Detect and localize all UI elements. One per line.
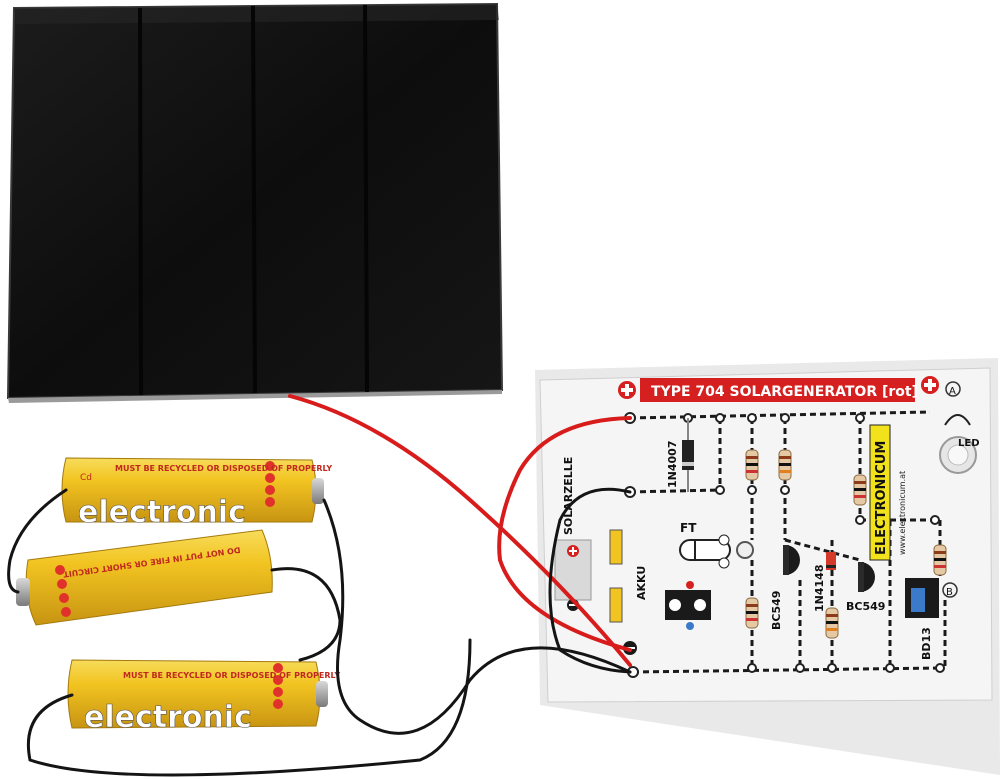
battery-recycle-warning: MUST BE RECYCLED OR DISPOSED OF PROPERLY <box>115 464 332 473</box>
battery-brand: electronic <box>84 700 252 735</box>
point-a-label: A <box>949 386 956 397</box>
power-transistor-bd13 <box>905 578 939 618</box>
phototransistor-ft <box>679 534 754 569</box>
battery-middle: DO NOT PUT IN FIRE OR SHORT CIRCUIT <box>16 529 273 626</box>
battery-bottom: MUST BE RECYCLED OR DISPOSED OF PROPERLY… <box>67 659 340 735</box>
point-a-marker <box>945 381 961 397</box>
resistor <box>825 607 839 639</box>
board-title: TYPE 704 SOLARGENERATOR [rot] <box>651 384 918 400</box>
diode-1n4007 <box>682 418 694 492</box>
circuit-board: TYPE 704 SOLARGENERATOR [rot] A <box>535 358 1000 775</box>
solar-cell-divider <box>138 7 143 396</box>
brand-strip <box>869 424 891 561</box>
led <box>939 414 977 474</box>
transistor-bc549 <box>783 545 800 575</box>
red-wire <box>288 394 632 667</box>
plus-terminal-icon <box>921 376 939 394</box>
black-wire <box>322 498 632 735</box>
resistor <box>933 544 947 576</box>
battery-label: AKKU <box>635 566 648 600</box>
power-transistor-label: BD13 <box>920 627 933 660</box>
battery-top: Cd MUST BE RECYCLED OR DISPOSED OF PROPE… <box>61 457 332 530</box>
battery-cell-symbol <box>609 529 623 623</box>
transistor1-label: BC549 <box>770 591 783 630</box>
battery-recycle-warning: MUST BE RECYCLED OR DISPOSED OF PROPERLY <box>123 671 340 680</box>
battery-brand: electronic <box>78 495 246 530</box>
solder-pads <box>624 412 945 678</box>
solar-cell-divider <box>251 5 257 394</box>
ft-label: FT <box>680 521 697 535</box>
solar-cell-label: SOLARZELLE <box>562 457 575 535</box>
black-wire <box>7 488 68 594</box>
diode-1n4148-label: 1N4148 <box>813 565 826 612</box>
resistor <box>745 597 759 629</box>
black-wire <box>548 487 632 674</box>
black-wire <box>270 567 342 662</box>
transistor-bc549 <box>858 562 875 592</box>
solar-cell-divider <box>363 4 369 393</box>
board-title-banner <box>640 378 915 402</box>
point-b-marker <box>942 582 958 598</box>
resistor <box>778 449 792 481</box>
solar-panel <box>6 2 504 403</box>
diode-1n4007-label: 1N4007 <box>666 441 679 488</box>
battery-type-code: Cd <box>80 473 92 483</box>
resistor <box>745 449 759 481</box>
transistor2-label: BC549 <box>846 600 885 613</box>
diode-1n4148 <box>826 552 836 570</box>
point-b-label: B <box>946 587 953 598</box>
plus-terminal-icon <box>618 381 636 399</box>
resistor <box>853 474 867 506</box>
wires <box>7 394 632 777</box>
black-wire <box>26 638 472 777</box>
motor-symbol <box>665 581 711 630</box>
brand-label: ELECTRONICUM <box>874 441 889 555</box>
led-label: LED <box>958 438 980 449</box>
plus-terminal-icon <box>567 545 579 557</box>
website-label: www.electronicum.at <box>898 471 907 555</box>
